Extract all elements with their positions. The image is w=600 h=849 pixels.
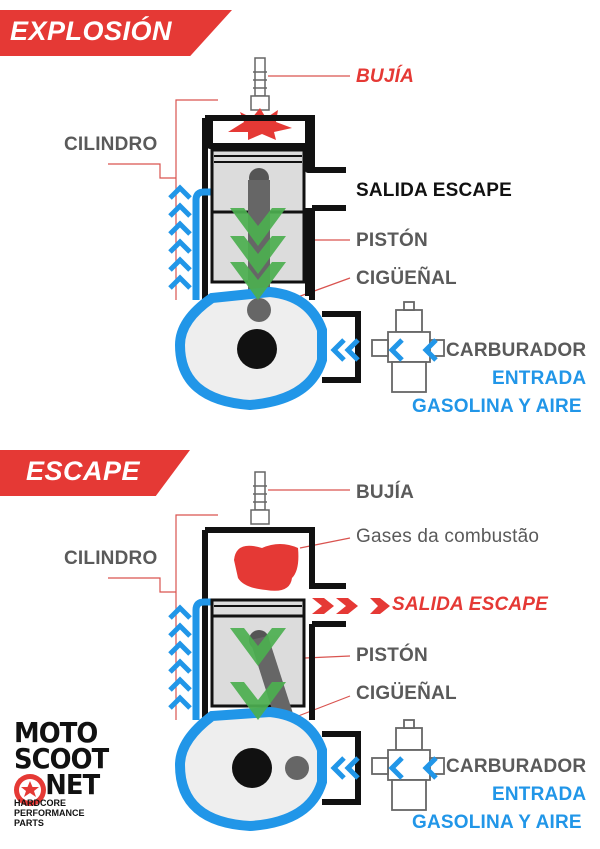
label-intake-1-2: ENTRADA	[492, 784, 587, 805]
spark-burst	[228, 108, 292, 140]
title-escape: ESCAPE	[26, 456, 141, 486]
logo-line1: MOTO	[14, 716, 98, 749]
label-cylinder: CILINDRO	[64, 134, 158, 155]
crank-hub-2	[232, 748, 272, 788]
title-explosion: EXPLOSIÓN	[10, 16, 173, 46]
logo-line3: NET	[45, 768, 100, 801]
label-piston-2: PISTÓN	[356, 645, 428, 666]
logo-tagline2: PERFORMANCE	[14, 808, 85, 818]
engine-explosion	[108, 57, 445, 411]
spark-plug-2	[250, 471, 270, 525]
transfer-port-flow	[192, 188, 212, 300]
label-carburetor: CARBURADOR	[446, 340, 587, 361]
intake-flow-up-arrows-2	[168, 604, 192, 710]
intake-left-arrows-2	[330, 756, 438, 780]
spark-plug	[250, 57, 270, 111]
label-piston: PISTÓN	[356, 230, 428, 251]
label-spark-plug: BUJÍA	[356, 66, 415, 87]
logo-badge	[14, 774, 46, 806]
label-carburetor-2: CARBURADOR	[446, 756, 587, 777]
crank-hub	[237, 329, 277, 369]
piston-down-arrows-2	[230, 628, 286, 720]
logo-line2: SCOOT	[14, 742, 109, 775]
label-cylinder-2: CILINDRO	[64, 548, 158, 569]
label-crankshaft: CIGÜEÑAL	[356, 268, 457, 289]
label-intake-2: GASOLINA Y AIRE	[412, 396, 582, 417]
label-crankshaft-2: CIGÜEÑAL	[356, 683, 457, 704]
label-intake-2-2: GASOLINA Y AIRE	[412, 812, 582, 833]
combustion-gas	[234, 544, 299, 591]
label-combustion-gases: Gases da combustão	[356, 526, 540, 547]
piston-2	[210, 598, 306, 618]
transfer-port-flow-2	[192, 598, 212, 720]
logo-tagline3: PARTS	[14, 818, 44, 828]
intake-left-arrows	[330, 338, 438, 362]
intake-flow-up-arrows	[168, 184, 192, 290]
label-intake-1: ENTRADA	[492, 368, 587, 389]
engine-escape	[108, 471, 445, 832]
carburetor-part-2	[371, 719, 445, 811]
label-spark-plug-2: BUJÍA	[356, 482, 415, 503]
label-exhaust-outlet-2: SALIDA ESCAPE	[392, 594, 549, 615]
title-banner-explosion: EXPLOSIÓN	[0, 10, 232, 56]
cylinder-body-2	[202, 527, 346, 720]
exhaust-right-arrows	[312, 598, 390, 614]
title-banner-escape: ESCAPE	[0, 450, 190, 496]
piston-down-arrows	[230, 208, 286, 300]
label-exhaust-outlet: SALIDA ESCAPE	[356, 180, 513, 201]
carburetor-part	[371, 301, 445, 393]
logo-tagline1: HARDCORE	[14, 798, 67, 808]
brand-logo: MOTO SCOOT NET HARDCORE PERFORMANCE PART…	[14, 716, 116, 829]
